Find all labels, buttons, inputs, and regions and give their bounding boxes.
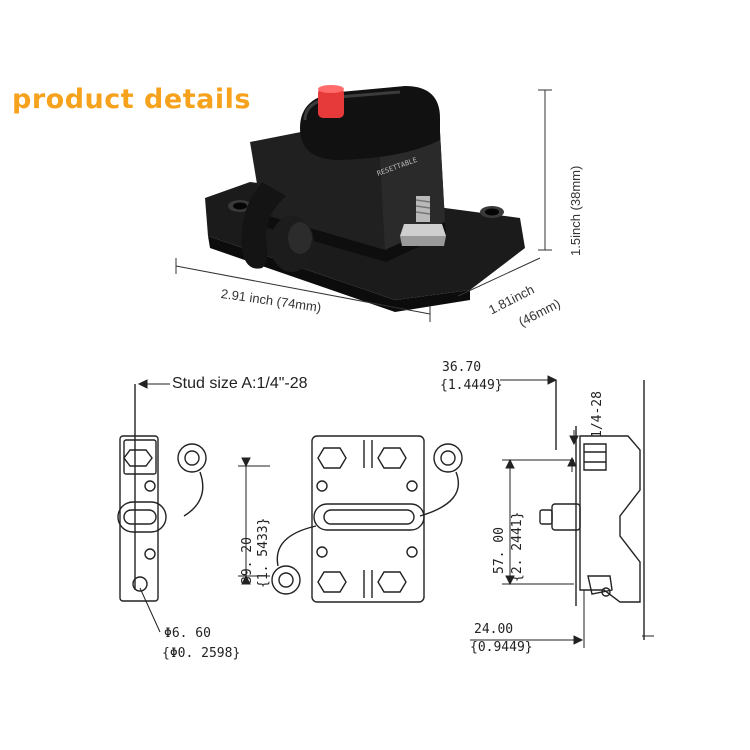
hole-diameter-dimension: Φ6. 60 [164, 626, 211, 641]
height-dimension: 57. 00 [492, 527, 507, 574]
hole-diameter-dimension-inch: {Φ0. 2598} [162, 646, 241, 661]
top-width-dimension-inch: {1.4449} [440, 378, 503, 393]
hole-spacing-dimension-inch: {1. 5433} [256, 517, 271, 588]
depth-dimension-inch: {0.9449} [470, 640, 533, 655]
top-width-dimension: 36.70 [442, 360, 482, 375]
photo-height-dimension: 1.5inch (38mm) [568, 165, 583, 256]
hole-spacing-dimension: 39. 20 [240, 537, 255, 584]
side-view-right [539, 380, 645, 640]
thread-dimension: 1/4-28 [590, 391, 605, 438]
technical-drawing [117, 375, 654, 648]
page-title: product details [12, 84, 251, 115]
terminal-boot [241, 182, 286, 269]
stud-terminal [416, 196, 430, 222]
stud-size-label: Stud size A:1/4"-28 [172, 375, 308, 392]
reset-button [318, 88, 344, 118]
depth-dimension: 24.00 [474, 622, 514, 637]
side-view-left [117, 384, 207, 602]
product-illustration: RESETTABLE [175, 85, 552, 322]
front-view [271, 435, 463, 603]
height-dimension-inch: {2. 2441} [510, 511, 525, 582]
